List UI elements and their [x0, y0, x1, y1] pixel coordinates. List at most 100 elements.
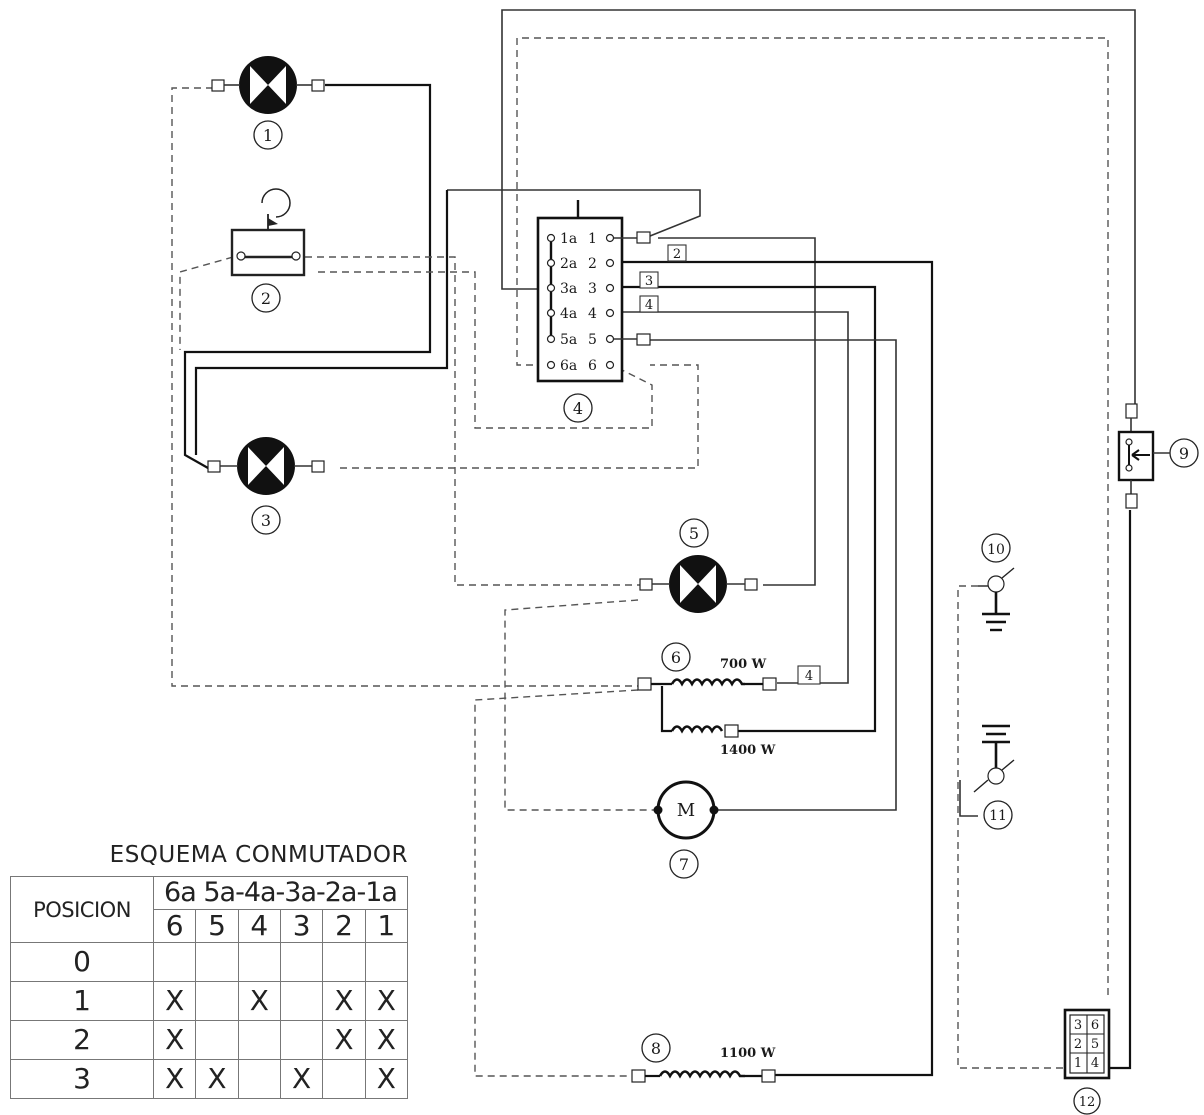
svg-text:2a: 2a: [560, 256, 577, 272]
label-6: 6: [661, 642, 691, 672]
label-4: 4: [563, 393, 593, 423]
table-row: 3 X X X X: [10, 1059, 409, 1099]
column-header: 3: [279, 909, 324, 943]
rating-1100w: 1100 W: [720, 1046, 776, 1061]
table-cell: X: [152, 981, 197, 1021]
svg-text:9: 9: [1179, 444, 1189, 463]
table-cell: [195, 981, 239, 1021]
position-header: POSICION: [10, 876, 154, 943]
table-cell: [237, 1059, 281, 1099]
indicator-lamp-1: [211, 56, 325, 114]
motor-label: M: [677, 800, 695, 821]
svg-text:12: 12: [1079, 1095, 1096, 1110]
column-header: 6: [152, 909, 197, 943]
table-cell: X: [152, 1059, 197, 1099]
table-row: 1 X X X X: [10, 981, 409, 1021]
table-cell: [364, 942, 409, 982]
table-cell: X: [279, 1059, 324, 1099]
svg-text:1: 1: [588, 231, 597, 247]
svg-text:1a: 1a: [560, 231, 577, 247]
svg-text:4: 4: [645, 298, 653, 313]
terminal-block-12: 3 6 2 5 1 4: [1063, 1008, 1111, 1080]
svg-text:11: 11: [989, 808, 1007, 824]
table-cell: X: [152, 1020, 197, 1060]
table-cell: X: [322, 981, 366, 1021]
position-cell: 1: [10, 981, 154, 1021]
svg-text:6a: 6a: [560, 358, 577, 374]
label-2: 2: [251, 283, 281, 313]
column-header: 1: [364, 909, 409, 943]
table-cell: [195, 942, 239, 982]
svg-text:1: 1: [263, 126, 273, 145]
label-11: 11: [983, 800, 1013, 830]
wire-tag-4: 4: [639, 295, 659, 313]
solid-wires: [183, 9, 1136, 1077]
table-cell: [237, 1020, 281, 1060]
table-header-top: POSICION 6a 5a-4a-3a-2a-1a: [10, 876, 408, 943]
svg-text:5a: 5a: [560, 332, 577, 348]
table-cell: X: [364, 1059, 409, 1099]
svg-text:5: 5: [588, 332, 597, 348]
svg-text:6: 6: [1091, 1018, 1099, 1033]
table-title: ESQUEMA CONMUTADOR: [109, 842, 408, 868]
table-cell: X: [364, 981, 409, 1021]
thermostat-2: [230, 188, 306, 277]
heating-element-8: [631, 1069, 776, 1083]
position-cell: 3: [10, 1059, 154, 1099]
contacts-header: 6a 5a-4a-3a-2a-1a: [153, 876, 408, 910]
column-header: 4: [237, 909, 281, 943]
svg-text:7: 7: [679, 855, 689, 874]
label-10: 10: [981, 533, 1011, 563]
table-header-columns: 6 5 4 3 2 1: [11, 909, 409, 943]
table-cell: X: [322, 1020, 366, 1060]
indicator-lamp-3: [207, 437, 325, 495]
motor-7: M: [653, 780, 719, 840]
table-cell: [279, 942, 324, 982]
table-cell: [237, 942, 281, 982]
indicator-lamp-5: [639, 555, 758, 613]
svg-text:1: 1: [1074, 1056, 1082, 1071]
svg-text:4: 4: [805, 669, 813, 684]
label-5: 5: [679, 518, 709, 548]
svg-text:2: 2: [588, 256, 597, 272]
rating-700w: 700 W: [720, 657, 767, 672]
svg-text:10: 10: [987, 542, 1005, 558]
svg-text:6: 6: [671, 648, 681, 667]
column-header: 5: [195, 909, 239, 943]
wire-tag-3: 3: [639, 271, 659, 289]
label-8: 8: [641, 1033, 671, 1063]
svg-text:6: 6: [588, 358, 597, 374]
svg-text:3: 3: [261, 511, 271, 530]
heating-element-6: [637, 677, 777, 738]
table-cell: [195, 1020, 239, 1060]
selector-switch-4: 1a 1 2a 2 3a 3 4a 4 5a 5 6a 6: [536, 200, 651, 383]
wire-tag-4-heater: 4: [797, 665, 821, 685]
door-switch-9: [1117, 403, 1155, 509]
rating-1400w: 1400 W: [720, 743, 776, 758]
table-cell: [279, 1020, 324, 1060]
table-cell: [279, 981, 324, 1021]
position-cell: 0: [10, 942, 154, 982]
wire-tag-2: 2: [667, 244, 687, 262]
ground-connector-10: [978, 567, 1015, 632]
table-cell: X: [364, 1020, 409, 1060]
position-cell: 2: [10, 1020, 154, 1060]
svg-text:5: 5: [689, 524, 699, 543]
svg-text:8: 8: [651, 1039, 661, 1058]
table-cell: [322, 1059, 366, 1099]
svg-text:3: 3: [645, 274, 653, 289]
svg-text:4: 4: [1091, 1056, 1099, 1071]
svg-text:2: 2: [1074, 1037, 1082, 1052]
svg-text:5: 5: [1091, 1037, 1099, 1052]
table-cell: X: [195, 1059, 239, 1099]
column-header: 2: [322, 909, 366, 943]
table-cell: [152, 942, 197, 982]
svg-text:3: 3: [1074, 1018, 1082, 1033]
table-cell: X: [237, 981, 281, 1021]
svg-text:4: 4: [573, 399, 583, 418]
label-3: 3: [251, 505, 281, 535]
table-row: 0: [10, 942, 409, 982]
table-cell: [322, 942, 366, 982]
switch-table-grid: POSICION 6a 5a-4a-3a-2a-1a 6 5 4 3 2 1 0…: [10, 876, 409, 1099]
